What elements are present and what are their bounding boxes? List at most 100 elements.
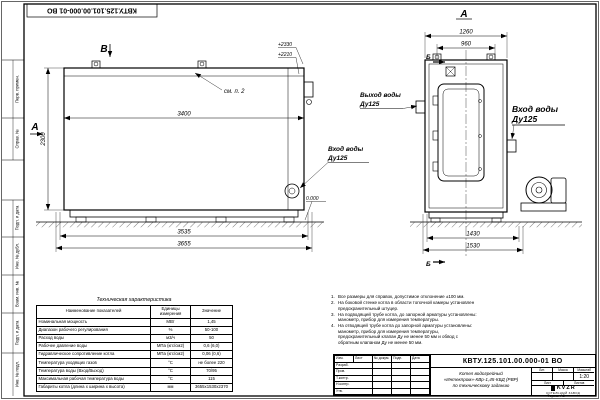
lifting-lug — [197, 60, 207, 69]
dim-3535: 3535 — [177, 230, 191, 236]
note-text: На боковой стенке котла в области топочн… — [338, 300, 475, 311]
inlet-pipe — [506, 139, 517, 153]
tech-cell-value: не более 220 — [190, 358, 233, 368]
kvzr-logo-text: KVZR — [556, 386, 576, 392]
margin-label-inv-dubl: Инв. № дубл. — [15, 243, 20, 269]
margin-label-podp-data: Подп. и дата — [15, 205, 20, 230]
tb-empty-cell — [372, 387, 392, 395]
tech-row: Габариты котла (длина х ширина х высота)… — [36, 382, 233, 393]
boiler-front-view — [360, 18, 582, 265]
title-block: Изм. Лист № докум. Подп. Дата Разраб. Пр… — [333, 354, 596, 396]
side-inlet-label-line1: Вход воды — [328, 145, 364, 153]
boiler-side-view — [30, 44, 369, 252]
boiler-body-outline — [63, 67, 305, 211]
product-name-line3: по техническому заданию — [452, 382, 510, 388]
massa-label: Масса — [552, 368, 573, 373]
outlet-pipe — [415, 100, 426, 114]
doc-number: КВТУ.125.101.00.000-01 ВО — [430, 355, 595, 368]
tech-cell-name: Максимальная рабочая температура воды — [36, 374, 151, 385]
tech-cell-unit: % — [150, 325, 191, 335]
note-item: 4.На отводящей трубе котла до запорной а… — [331, 323, 478, 345]
tech-cell-unit: °С — [150, 366, 191, 376]
tech-cell-name: Гидравлическое сопротивление котла — [36, 350, 151, 360]
view-letter-a-side: А — [30, 122, 38, 133]
note-number: 2. — [331, 300, 335, 306]
tech-cell-value: 1,45 — [190, 317, 233, 327]
tech-cell-unit: МПа (кгс/см2) — [150, 342, 191, 352]
tech-cell-unit: °С — [150, 374, 191, 385]
furnace-door — [437, 83, 485, 182]
section-letter-b-top: Б — [426, 54, 431, 61]
tech-cell-unit: м3/ч — [150, 333, 191, 344]
dim-1260: 1260 — [459, 30, 473, 36]
dim-2300: 2300 — [41, 132, 47, 147]
view-letter-b: В — [100, 44, 107, 55]
lit-label: Лит. — [531, 368, 552, 373]
tech-cell-value: 115 — [190, 374, 233, 385]
tech-cell-value: 0,06 (0,6) — [190, 350, 233, 360]
margin-label-vzam-inv: Взам. инв. № — [15, 281, 20, 307]
elevation-mark-2330: +2330 — [278, 42, 292, 48]
tech-header-unit: Единицы измерения — [150, 304, 191, 319]
tech-cell-unit: МВт — [150, 317, 191, 327]
note-number: 1. — [331, 294, 335, 299]
title-block-signature-table: Изм. Лист № докум. Подп. Дата Разраб. Пр… — [334, 355, 430, 395]
drawing-annotations: КВТУ.125.101.00.000-01 ВО Перв. примен. … — [15, 7, 559, 388]
door-hinge — [432, 95, 439, 106]
tech-cell-value: 70/95 — [190, 366, 233, 376]
tech-table-title: Техническая характеристика — [96, 297, 172, 303]
ground-hatch — [410, 222, 582, 228]
tech-cell-name: Температура уходящих газов — [36, 358, 151, 368]
tech-cell-name: Рабочее давление воды — [36, 342, 151, 352]
lit-value — [531, 373, 552, 381]
side-inlet-label-line2: Ду125 — [327, 155, 348, 162]
tech-cell-name: Диапазон рабочего регулирования — [36, 325, 151, 335]
outlet-label-line1: Выход воды — [360, 91, 401, 99]
tech-cell-value: 50-100 — [190, 325, 233, 335]
front-inlet-label-line2: Ду125 — [511, 114, 538, 124]
product-name-line2: «Интекпром»-КВр-1,45-КБД (РВР) — [443, 376, 519, 382]
chimney-stub — [303, 81, 314, 98]
note-item: 3.На подводящей трубе котла, до запорной… — [331, 312, 478, 323]
dim-3655: 3655 — [177, 242, 191, 248]
note-reference: см. п. 2 — [224, 89, 245, 95]
outlet-label-line2: Ду125 — [359, 101, 380, 108]
tb-sign-row: Утв. — [334, 387, 430, 395]
ground-hatch — [36, 222, 324, 228]
section-letter-b-bottom: Б — [426, 261, 431, 268]
dim-960: 960 — [461, 42, 472, 48]
sheets-label: Листов — [563, 381, 595, 386]
door-hinge — [432, 130, 439, 141]
note-item: 1.Все размеры для справок, допустимое от… — [331, 294, 478, 299]
dim-3400: 3400 — [177, 112, 191, 118]
margin-label-sprav: Справ. № — [15, 129, 20, 149]
tech-header-value: Значение — [190, 304, 233, 319]
company-name: КОТЕЛЬНЫЙ ЗАВОД — [546, 391, 581, 395]
tech-table: Наименование показателей Единицы измерен… — [36, 304, 233, 393]
massa-value — [552, 373, 573, 381]
dim-1430: 1430 — [466, 232, 480, 238]
sight-glass — [445, 66, 456, 77]
tb-empty-cell — [391, 387, 411, 395]
tech-cell-name: Температура воды (Вход/Выход) — [36, 366, 151, 376]
tech-cell-value: 0,6 (6,0) — [190, 342, 233, 352]
support-frame — [69, 209, 299, 218]
tb-empty-cell — [410, 387, 430, 395]
top-stamp-doc-number: КВТУ.125.101.00.000-01 ВО — [47, 7, 137, 14]
tech-cell-name: Номинальная мощность — [36, 317, 151, 327]
tech-cell-value: 50 — [190, 333, 233, 344]
kvzr-logo-mark-icon — [550, 386, 556, 391]
format-label: Формат А3 — [547, 394, 565, 399]
tech-cell-name: Расход воды — [36, 333, 151, 344]
note-text: На отводящей трубе котла до запорной арм… — [338, 323, 473, 345]
notes-list: 1.Все размеры для справок, допустимое от… — [331, 294, 478, 346]
blower-fan — [525, 176, 553, 204]
tech-cell-value: 3655х1530х2370 — [190, 382, 233, 393]
dim-1530: 1530 — [466, 244, 480, 250]
